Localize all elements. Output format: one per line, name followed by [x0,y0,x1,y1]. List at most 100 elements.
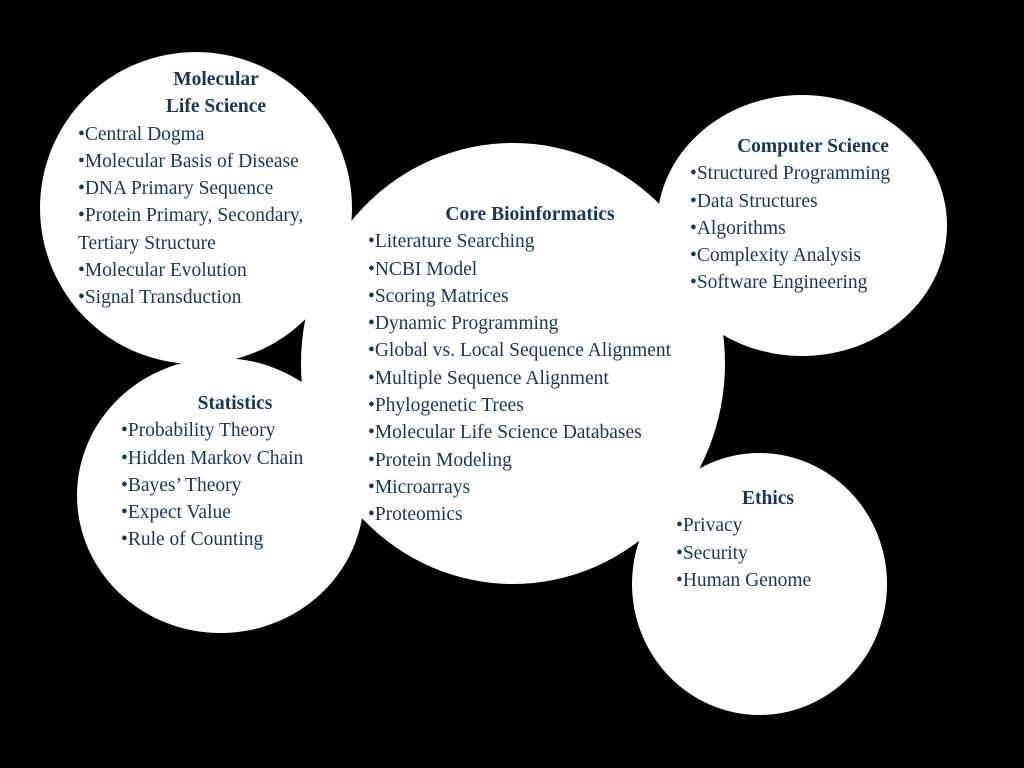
list-item: •Privacy [676,512,860,539]
bubble-title-line: Molecular [173,69,259,90]
bullet-icon: • [368,422,375,444]
bubble-items: •Central Dogma•Molecular Basis of Diseas… [78,121,354,312]
bullet-icon: • [78,150,85,172]
circle-molecular-life-science [40,52,352,364]
bullet-icon: • [690,245,697,267]
list-item: •Expect Value [121,499,349,526]
list-item: •Complexity Analysis [690,242,936,269]
list-item: •Molecular Evolution [78,257,354,284]
list-item-label: Molecular Basis of Disease [84,150,299,172]
circle-statistics [77,358,364,633]
list-item-label: Software Engineering [696,272,868,294]
list-item-label: Probability Theory [127,420,276,442]
bubble-title: Ethics [676,485,860,512]
list-item: •Rule of Counting [121,526,349,553]
list-item-label: Security [682,542,748,564]
bullet-icon: • [368,340,375,362]
bullet-icon: • [78,123,85,145]
bullet-icon: • [78,178,85,200]
list-item: •Probability Theory [121,417,349,444]
list-item-label: Central Dogma [84,123,205,145]
list-item-label: Literature Searching [374,231,535,253]
bubble-statistics: Statistics •Probability Theory•Hidden Ma… [121,390,349,554]
list-item-label: Microarrays [374,476,471,498]
list-item: •Global vs. Local Sequence Alignment [368,337,692,364]
bubble-ethics: Ethics •Privacy•Security•Human Genome [676,485,860,594]
list-item: •Phylogenetic Trees [368,392,692,419]
list-item-label: Protein Primary, Secondary, [84,205,304,227]
list-item: •Algorithms [690,215,936,242]
bullet-icon: • [368,313,375,335]
bullet-icon: • [368,285,375,307]
bubble-title: Computer Science [690,133,936,160]
bullet-icon: • [121,502,128,524]
list-item-label: Complexity Analysis [696,245,861,267]
bullet-icon: • [690,217,697,239]
list-item: •Signal Transduction [78,284,354,311]
list-item: •Bayes’ Theory [121,472,349,499]
list-item-label: Protein Modeling [374,449,512,471]
list-item: •Microarrays [368,474,692,501]
bubble-title-line: Life Science [165,96,267,118]
bullet-icon: • [78,205,85,227]
bullet-icon: • [676,542,683,564]
bullet-icon: • [121,474,128,496]
list-item: •Protein Modeling [368,447,692,474]
list-item: •Protein Primary, Secondary,Tertiary Str… [78,202,354,257]
bubble-items: •Privacy•Security•Human Genome [676,512,860,594]
list-item-label: Phylogenetic Trees [374,395,524,417]
list-item-label: Scoring Matrices [374,285,509,307]
list-item-label: Bayes’ Theory [127,474,242,496]
list-item-label: Dynamic Programming [374,313,559,335]
bullet-icon: • [368,231,375,253]
bubble-items: •Literature Searching•NCBI Model•Scoring… [368,228,692,528]
list-item-label: Molecular Life Science Databases [374,422,642,444]
list-item-label: Rule of Counting [127,529,264,551]
bubble-items: •Probability Theory•Hidden Markov Chain•… [121,417,349,553]
list-item: •Proteomics [368,501,692,528]
list-item: •Central Dogma [78,121,354,148]
list-item: •Molecular Life Science Databases [368,419,692,446]
list-item-label: Expect Value [127,502,231,524]
bubble-title: Core Bioinformatics [368,201,692,228]
bubble-computer-science: Computer Science •Structured Programming… [690,133,936,297]
list-item-label: Hidden Markov Chain [127,447,304,469]
bubble-core-bioinformatics: Core Bioinformatics •Literature Searchin… [368,201,692,529]
bullet-icon: • [368,395,375,417]
list-item-label: Human Genome [682,569,812,591]
list-item-label: Structured Programming [696,163,891,185]
bubble-title-line: Core Bioinformatics [445,204,615,225]
list-item-label: DNA Primary Sequence [84,178,274,200]
bubble-items: •Structured Programming•Data Structures•… [690,160,936,296]
bubble-title: Statistics [121,390,349,417]
list-item: •DNA Primary Sequence [78,175,354,202]
list-item: •Multiple Sequence Alignment [368,365,692,392]
list-item: •NCBI Model [368,256,692,283]
bullet-icon: • [121,420,128,442]
bullet-icon: • [78,260,85,282]
list-item: •Human Genome [676,567,860,594]
bullet-icon: • [78,287,85,309]
list-item: •Security [676,540,860,567]
bullet-icon: • [690,272,697,294]
list-item-label: Global vs. Local Sequence Alignment [374,340,672,362]
bullet-icon: • [676,515,683,537]
bullet-icon: • [368,476,375,498]
bullet-icon: • [368,449,375,471]
list-item-label: NCBI Model [374,258,478,280]
list-item: •Software Engineering [690,269,936,296]
list-item-label: Signal Transduction [84,287,242,309]
bullet-icon: • [368,504,375,526]
list-item: •Structured Programming [690,160,936,187]
list-item: •Dynamic Programming [368,310,692,337]
bubble-title-line: Ethics [741,488,794,509]
bullet-icon: • [121,529,128,551]
list-item-label: Privacy [682,515,743,537]
list-item: •Hidden Markov Chain [121,445,349,472]
bubble-title-line: Statistics [197,393,273,414]
list-item-label: Data Structures [696,190,818,212]
bubble-title-line: Computer Science [737,136,889,157]
circle-computer-science [657,95,947,356]
